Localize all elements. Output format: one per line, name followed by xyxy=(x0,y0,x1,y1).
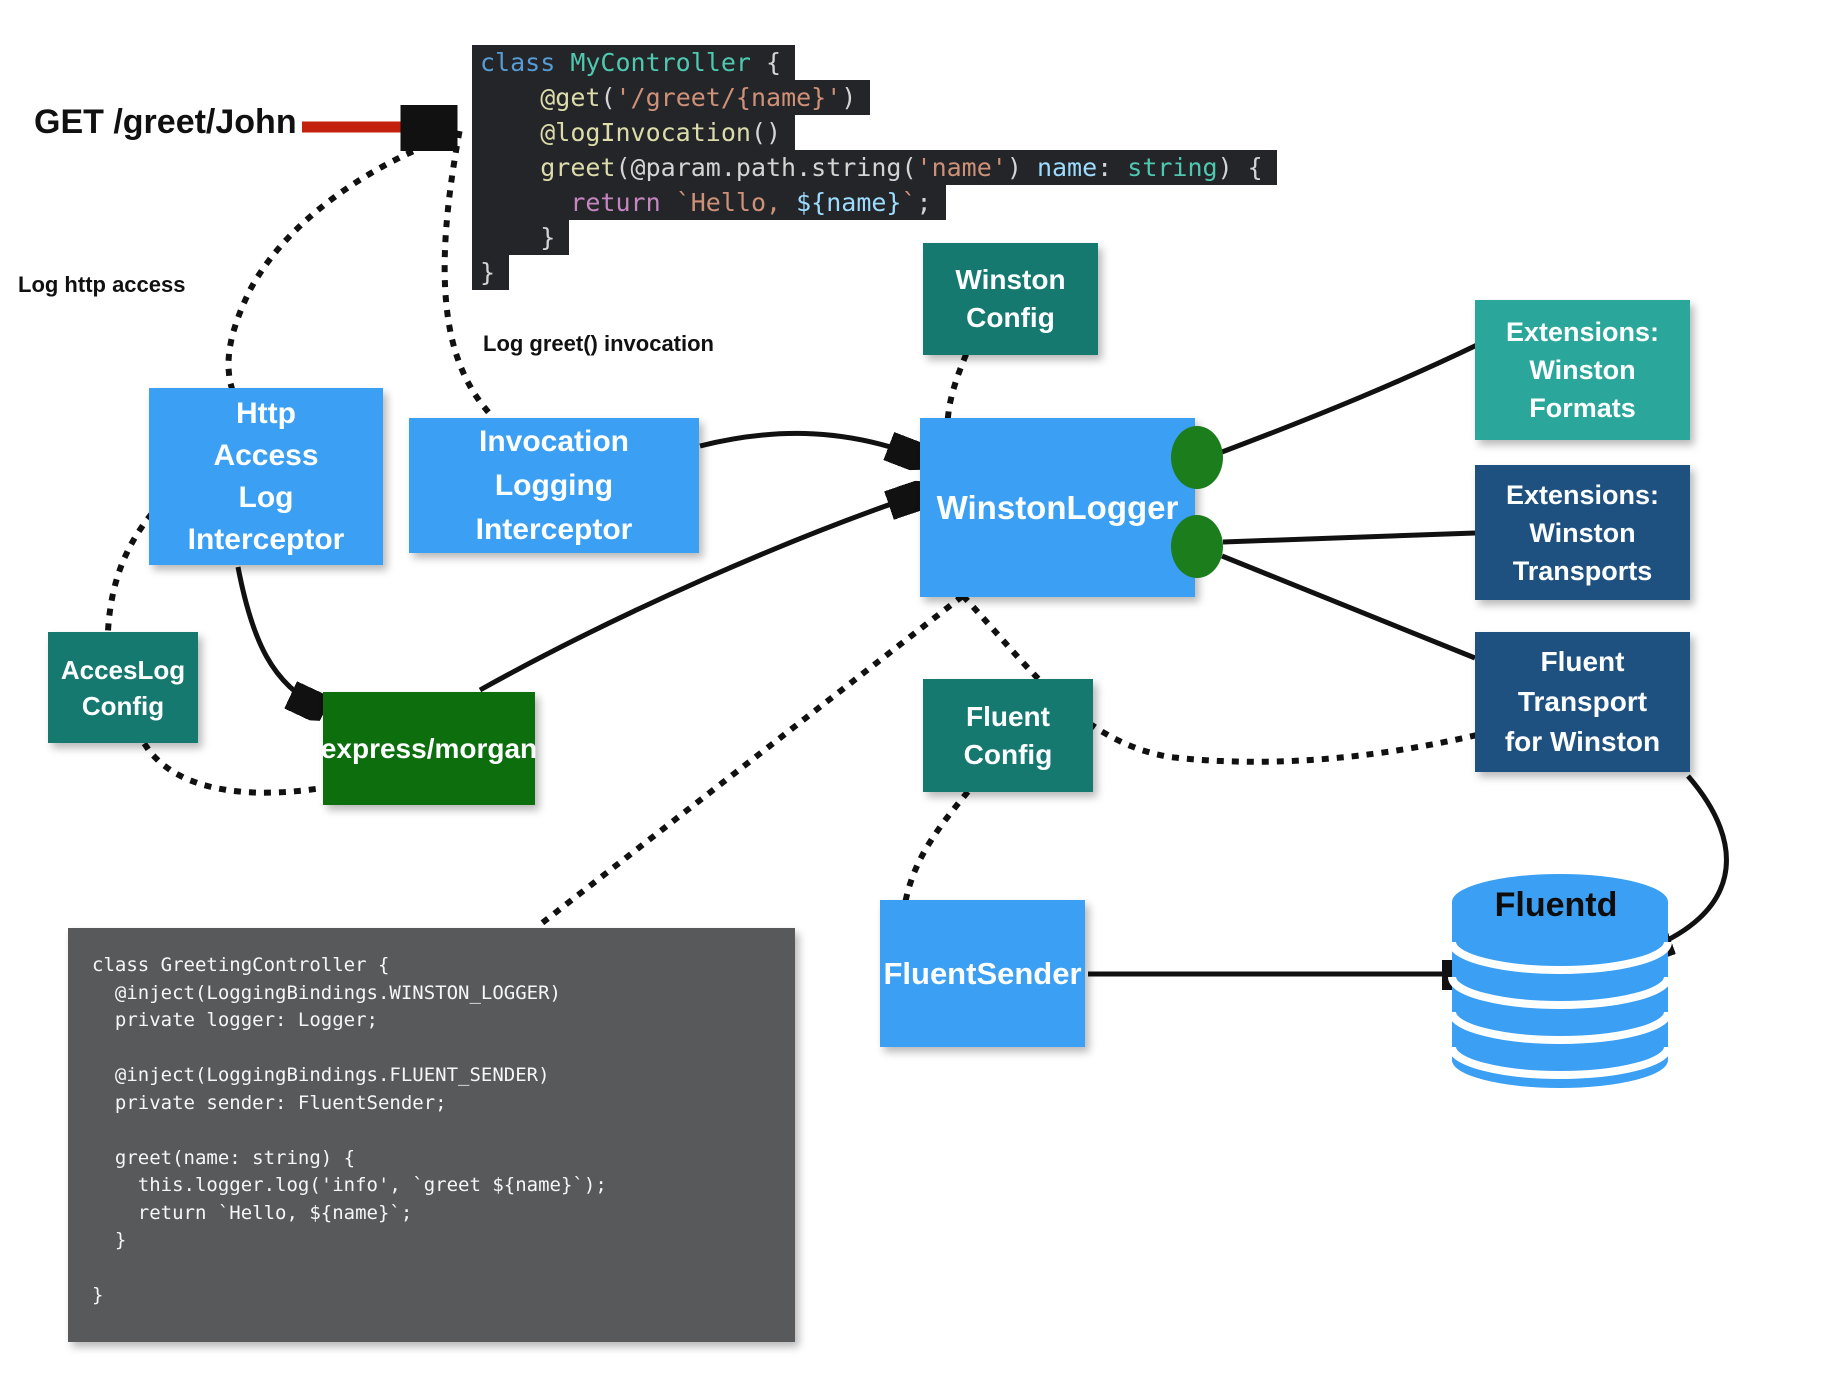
node-extensions-winston-transports: Extensions: Winston Transports xyxy=(1475,465,1690,600)
log-http-access-label: Log http access xyxy=(18,272,186,297)
node-extensions-winston-formats: Extensions: Winston Formats xyxy=(1475,300,1690,440)
dotted-fluent-config-to-fluent-sender xyxy=(902,789,971,903)
node-label: AccesLog Config xyxy=(60,654,186,721)
greetingcontroller-code-snippet: class GreetingController { @inject(Loggi… xyxy=(68,928,795,1342)
node-label: Extensions: Winston Transports xyxy=(1505,479,1660,586)
arrow-express-morgan-to-winston-logger xyxy=(478,494,920,693)
fluentd-database-icon: Fluentd xyxy=(1448,874,1672,1088)
arrow-fluent-transport-to-fluentd xyxy=(1640,774,1729,952)
dotted-acceslog-config-to-http-interceptor xyxy=(104,511,155,635)
arrow-http-interceptor-to-express-morgan xyxy=(235,566,321,708)
http-request-label: GET /greet/John xyxy=(34,103,297,141)
winston-logger-extension-port-2 xyxy=(1171,515,1223,578)
node-winston-logger: WinstonLogger xyxy=(920,418,1195,597)
node-fluent-config: Fluent Config xyxy=(923,679,1093,792)
dotted-winston-logger-to-fluent-transport xyxy=(960,593,1481,765)
winston-logger-extension-port-1 xyxy=(1171,426,1223,489)
dotted-acceslog-config-to-express-morgan xyxy=(141,741,326,796)
line-port1-to-winston-formats xyxy=(1221,342,1479,455)
node-label: Fluent Config xyxy=(963,700,1053,770)
node-fluent-sender: FluentSender xyxy=(880,900,1085,1047)
node-fluent-transport-for-winston: Fluent Transport for Winston xyxy=(1475,632,1690,772)
dotted-request-to-http-interceptor xyxy=(225,132,456,396)
node-label: FluentSender xyxy=(883,955,1082,991)
node-express-morgan: express/morgan xyxy=(320,692,538,805)
node-label: express/morgan xyxy=(320,732,538,764)
node-label: Http Access Log Interceptor xyxy=(187,396,345,556)
node-invocation-logging-interceptor: Invocation Logging Interceptor xyxy=(409,418,699,553)
fluentd-label: Fluentd xyxy=(1495,886,1618,924)
node-label: Fluent Transport for Winston xyxy=(1504,646,1661,757)
line-port2-to-fluent-transport xyxy=(1221,553,1476,661)
node-label: Winston Config xyxy=(955,264,1066,333)
node-acceslog-config: AccesLog Config xyxy=(48,632,198,743)
node-http-access-log-interceptor: Http Access Log Interceptor xyxy=(149,388,383,565)
node-winston-config: Winston Config xyxy=(923,243,1098,355)
dotted-winston-logger-to-greeting-controller xyxy=(532,593,965,932)
mycontroller-code-snippet: class MyController { @get('/greet/{name}… xyxy=(472,45,1277,290)
line-port2-to-winston-transports xyxy=(1222,530,1476,545)
log-greet-invocation-label: Log greet() invocation xyxy=(483,331,714,356)
dotted-winston-config-to-winston-logger xyxy=(944,353,969,421)
node-label: Extensions: Winston Formats xyxy=(1505,317,1660,423)
arrow-invocation-interceptor-to-winston-logger xyxy=(699,430,920,457)
node-label: WinstonLogger xyxy=(936,488,1179,526)
node-label: Invocation Logging Interceptor xyxy=(475,424,633,546)
